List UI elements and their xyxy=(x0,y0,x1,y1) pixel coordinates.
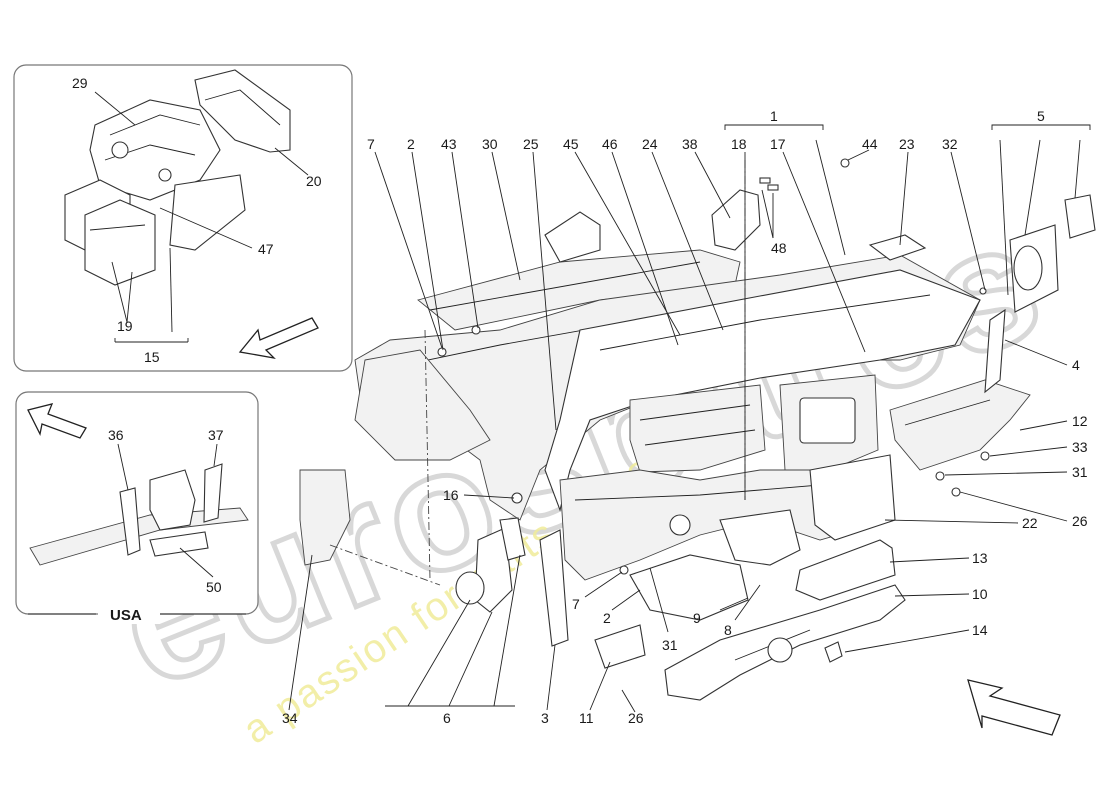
callout-12: 12 xyxy=(1072,413,1088,429)
callout-33: 33 xyxy=(1072,439,1088,455)
bracket-11 xyxy=(594,624,646,669)
usa-bracket-37 xyxy=(203,463,223,523)
callout-10: 10 xyxy=(972,586,988,602)
direction-arrow-icon xyxy=(238,317,319,359)
upper-dash-panel xyxy=(544,269,981,512)
pad-23 xyxy=(868,234,927,261)
callout-3: 3 xyxy=(541,710,549,726)
callout-14: 14 xyxy=(972,622,988,638)
callout-30: 30 xyxy=(482,136,498,152)
callout-5: 5 xyxy=(1037,108,1045,124)
trim-panel-13 xyxy=(795,539,896,601)
callout-7: 7 xyxy=(367,136,375,152)
usa-crossbar xyxy=(29,507,249,566)
callout-32: 32 xyxy=(942,136,958,152)
label-15: 15 xyxy=(144,349,160,365)
cluster-opening xyxy=(629,384,766,473)
vent-ring-5 xyxy=(1064,194,1096,239)
callout-25: 25 xyxy=(523,136,539,152)
callout-2: 2 xyxy=(407,136,415,152)
callout-34: 34 xyxy=(282,710,298,726)
callout-44: 44 xyxy=(862,136,878,152)
steering-column-body xyxy=(89,99,221,201)
usa-direction-arrow-icon xyxy=(27,403,87,439)
callout-43: 43 xyxy=(441,136,457,152)
callout-26-lower: 26 xyxy=(628,710,644,726)
callout-18: 18 xyxy=(731,136,747,152)
callout-17: 17 xyxy=(770,136,786,152)
callout-4: 4 xyxy=(1072,357,1080,373)
usa-bracket-center xyxy=(149,469,196,531)
label-19: 19 xyxy=(117,318,133,334)
callout-23: 23 xyxy=(899,136,915,152)
callout-45: 45 xyxy=(563,136,579,152)
usa-bracket-36 xyxy=(119,487,141,556)
inset-steering-column: 29 20 47 19 15 xyxy=(13,64,353,372)
cap-14 xyxy=(824,641,843,663)
vent-6-knob xyxy=(455,571,485,605)
label-37: 37 xyxy=(208,427,224,443)
callout-2-lower: 2 xyxy=(603,610,611,626)
usa-plate-50 xyxy=(149,531,209,557)
label-47: 47 xyxy=(258,241,274,257)
cross-car-beam xyxy=(417,249,741,331)
center-tunnel-trim xyxy=(719,509,801,566)
left-support-frame xyxy=(299,469,351,566)
usa-title: USA xyxy=(110,607,142,624)
callout-22: 22 xyxy=(1022,515,1038,531)
label-36: 36 xyxy=(108,427,124,443)
beam-bracket-upper xyxy=(544,211,601,263)
callout-6: 6 xyxy=(443,710,451,726)
dashboard-assembly xyxy=(299,158,1096,701)
callout-13: 13 xyxy=(972,550,988,566)
pillar-trim-3 xyxy=(539,529,569,647)
forward-direction-arrow-icon xyxy=(967,679,1061,736)
switch-housing-right xyxy=(84,199,156,286)
label-29: 29 xyxy=(72,75,88,91)
console-bin xyxy=(629,554,749,621)
column-lower-bracket xyxy=(169,174,246,251)
callout-31-lower: 31 xyxy=(662,637,678,653)
label-50: 50 xyxy=(206,579,222,595)
glovebox-22 xyxy=(809,454,896,541)
callout-38: 38 xyxy=(682,136,698,152)
leader-lines xyxy=(288,124,1091,713)
left-frame-rail xyxy=(354,349,491,461)
callout-16: 16 xyxy=(443,487,459,503)
callout-26-right: 26 xyxy=(1072,513,1088,529)
callout-11: 11 xyxy=(579,710,594,726)
shroud-cover xyxy=(194,69,291,153)
callout-31-right: 31 xyxy=(1072,464,1088,480)
beam-bracket-38 xyxy=(711,189,761,251)
callout-8: 8 xyxy=(724,622,732,638)
label-20: 20 xyxy=(306,173,322,189)
inset-usa: 36 37 50 USA xyxy=(15,391,259,624)
vent-6-ring xyxy=(499,517,526,561)
callout-48: 48 xyxy=(771,240,787,256)
callout-7-lower: 7 xyxy=(572,596,580,612)
callout-9: 9 xyxy=(693,610,701,626)
callout-labels: 7 2 43 30 25 45 46 24 38 1 18 17 48 44 2… xyxy=(282,108,1088,726)
callout-24: 24 xyxy=(642,136,658,152)
callout-46: 46 xyxy=(602,136,618,152)
end-trim-4 xyxy=(984,308,1006,394)
callout-1: 1 xyxy=(770,108,778,124)
